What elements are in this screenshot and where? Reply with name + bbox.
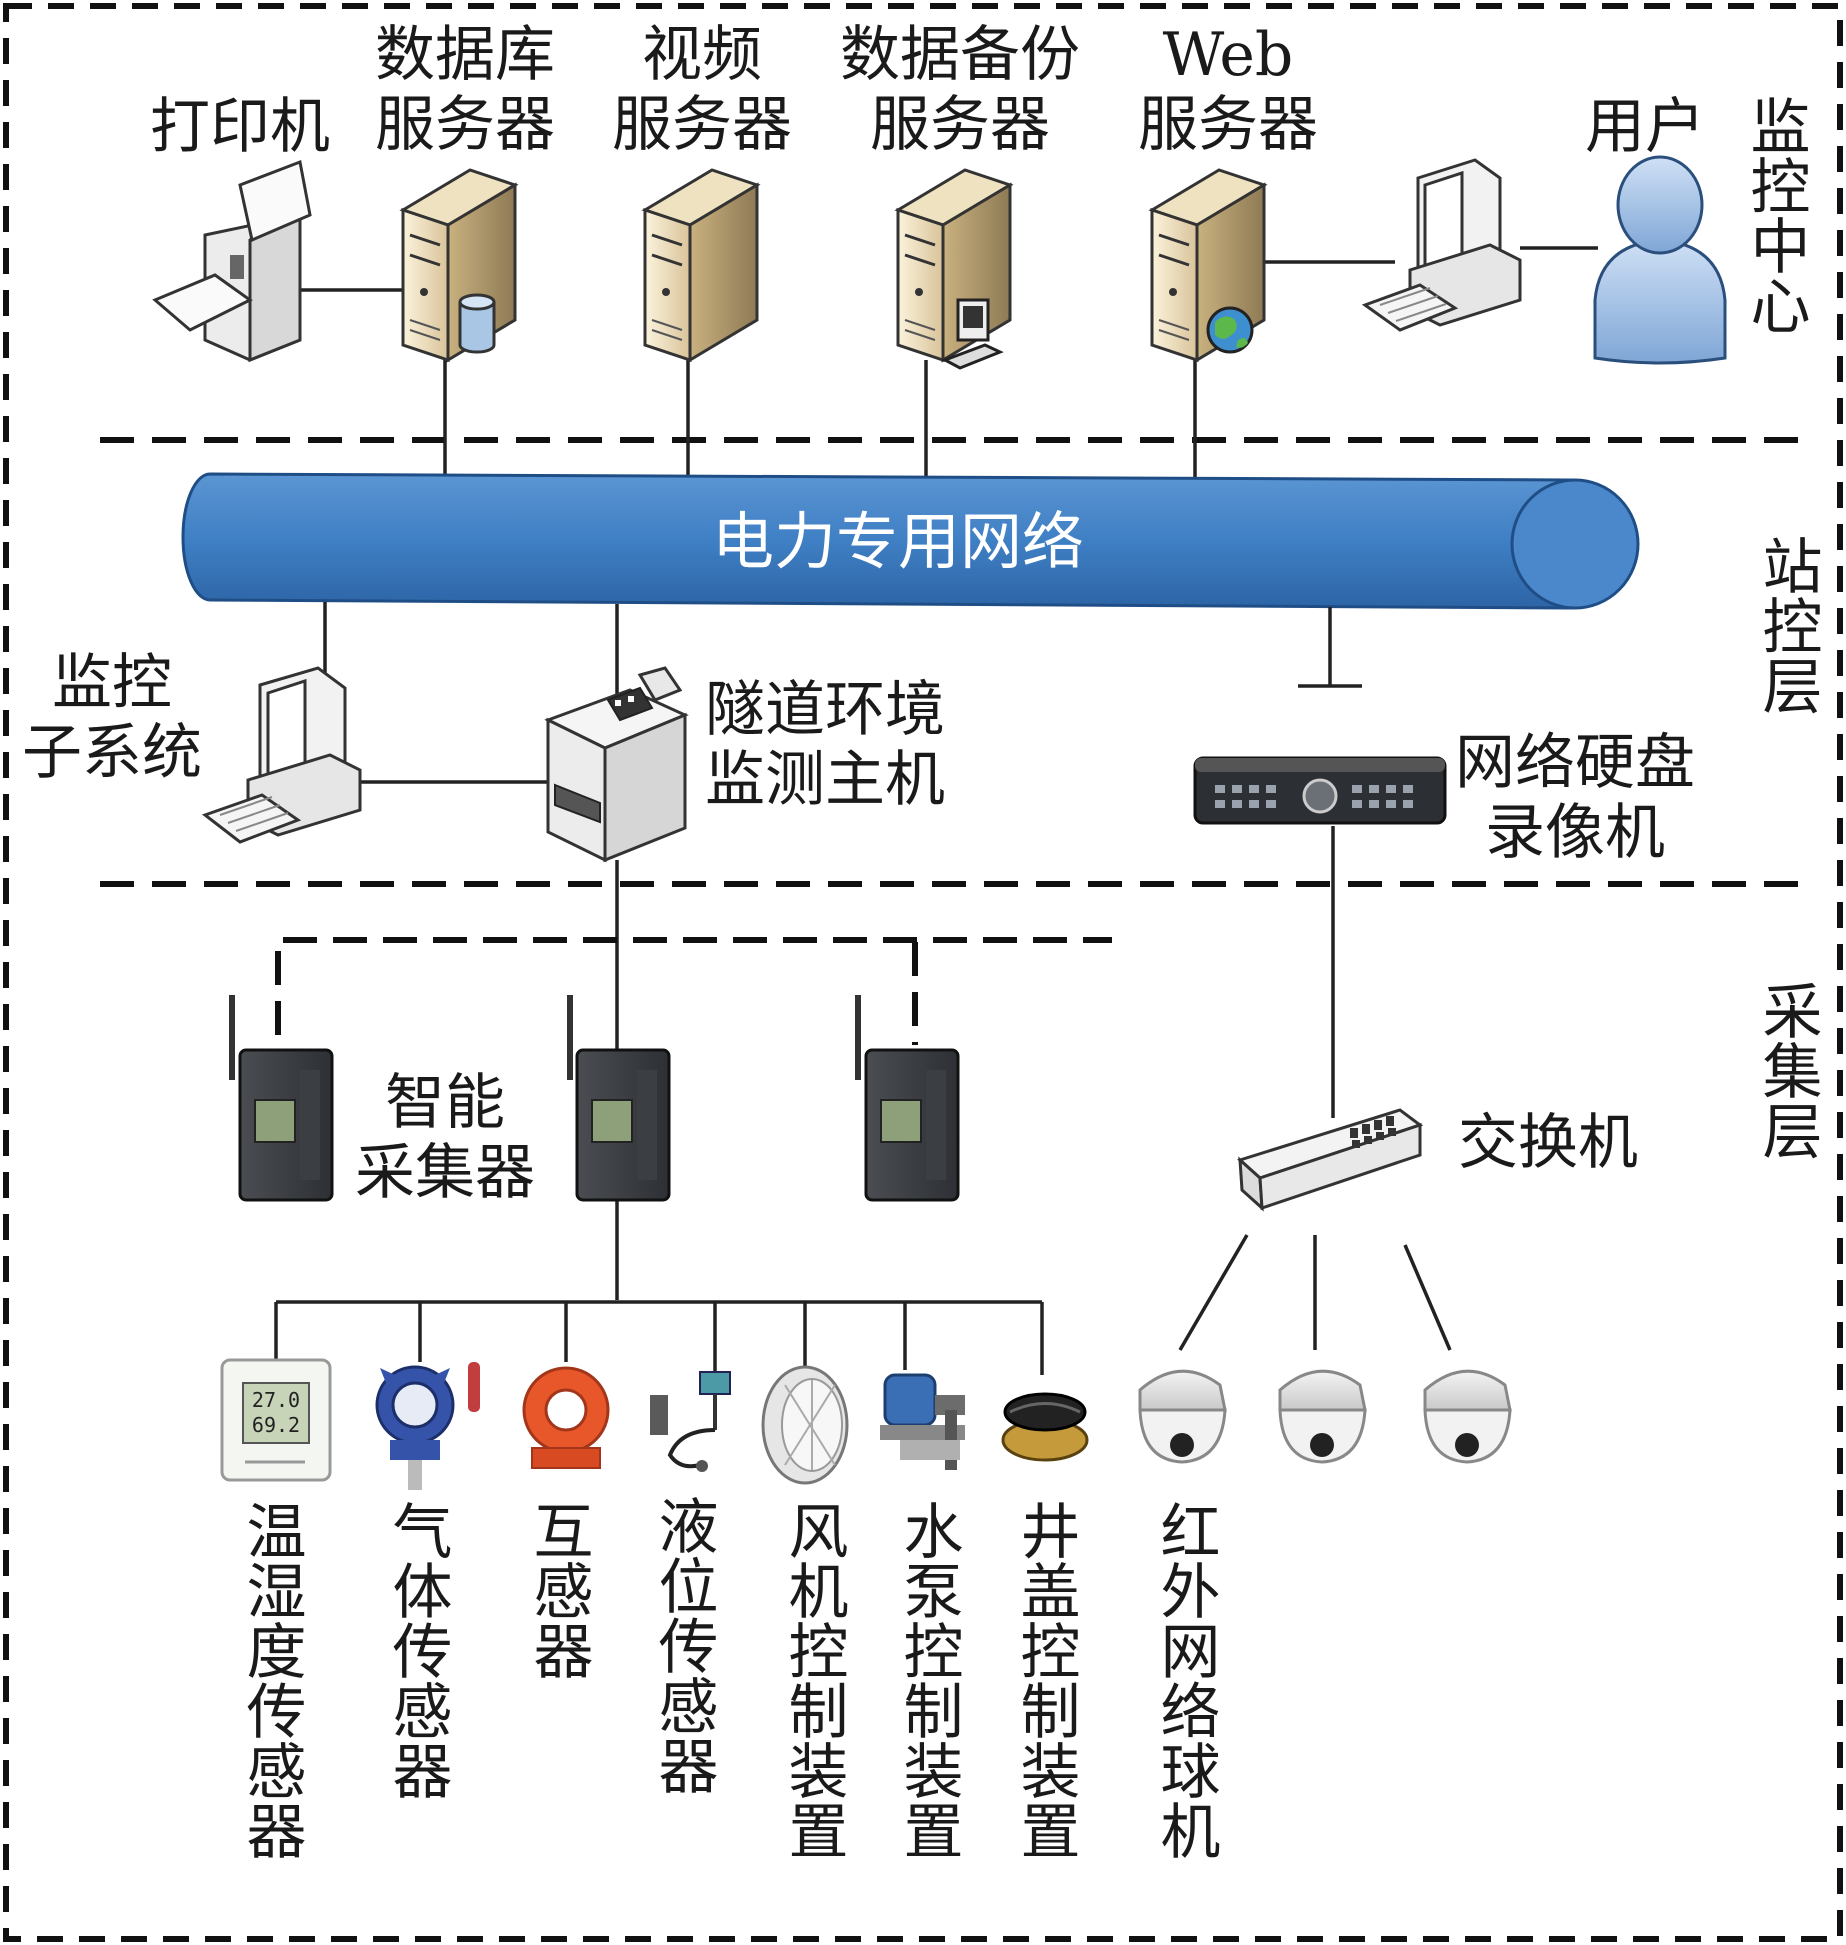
host-label: 隧道环境监测主机 xyxy=(705,675,945,815)
layer-label-monitor-center: 监控中心 xyxy=(1740,95,1810,335)
layer-label-collection: 采集层 xyxy=(1752,980,1822,1160)
temperature-humidity-sensor-icon: 27.0 69.2 xyxy=(220,1358,332,1482)
sensor-label: 风机控制装置 xyxy=(778,1500,848,1860)
sensor-label: 液位传感器 xyxy=(648,1495,718,1795)
monitor-subsystem-label: 监控子系统 xyxy=(22,648,202,788)
printer-label: 打印机 xyxy=(150,92,330,162)
dome-camera-icon xyxy=(1423,1369,1512,1464)
video-server-label: 视频服务器 xyxy=(612,20,792,160)
user-label: 用户 xyxy=(1585,92,1705,162)
layer-label-station-control: 站控层 xyxy=(1752,535,1822,715)
sensor-bus xyxy=(274,1234,1452,1380)
database-server-icon xyxy=(399,168,519,363)
nvr-icon xyxy=(1193,756,1447,825)
collector-label: 智能采集器 xyxy=(355,1068,535,1208)
svg-text:27.0: 27.0 xyxy=(252,1388,300,1412)
transformer-sensor-icon xyxy=(522,1366,610,1469)
connections-top xyxy=(300,246,1598,478)
globe-icon xyxy=(1206,306,1254,354)
database-icon xyxy=(458,293,496,354)
dome-camera-icon xyxy=(1138,1369,1227,1464)
network-label: 电力专用网络 xyxy=(712,505,1085,578)
outer-frame xyxy=(3,3,1843,1942)
nvr-label: 网络硬盘录像机 xyxy=(1455,728,1695,868)
user-computer-icon xyxy=(1361,158,1522,332)
level-sensor-icon xyxy=(650,1371,731,1472)
printer-icon xyxy=(152,159,312,363)
wireless-collector-icon xyxy=(855,995,960,1202)
monitor-subsystem-computer-icon xyxy=(201,666,362,844)
sensor-label: 互感器 xyxy=(523,1500,593,1680)
sensor-label: 气体传感器 xyxy=(382,1500,452,1800)
manhole-control-icon xyxy=(1001,1392,1089,1462)
video-server-icon xyxy=(641,168,761,363)
wireless-link xyxy=(275,937,1112,1045)
sensor-label: 水泵控制装置 xyxy=(893,1500,963,1860)
user-icon xyxy=(1593,155,1727,365)
backup-server-label: 数据备份服务器 xyxy=(840,20,1080,160)
monitor-host-icon xyxy=(544,666,689,863)
svg-text:69.2: 69.2 xyxy=(252,1413,300,1437)
switch-label: 交换机 xyxy=(1458,1108,1638,1178)
gas-sensor-icon xyxy=(375,1362,480,1490)
wireless-collector-icon xyxy=(567,995,671,1202)
backup-server-icon xyxy=(894,168,1014,370)
switch-icon xyxy=(1237,1108,1424,1212)
sensor-label: 红外网络球机 xyxy=(1150,1500,1220,1860)
dome-camera-icon xyxy=(1278,1369,1367,1464)
web-server-icon xyxy=(1148,168,1268,363)
sensor-label: 井盖控制装置 xyxy=(1010,1500,1080,1860)
db-server-label: 数据库服务器 xyxy=(375,20,555,160)
small-computer-icon xyxy=(941,298,1004,370)
pump-control-icon xyxy=(880,1373,965,1470)
fan-control-icon xyxy=(761,1365,849,1485)
power-network-pipe xyxy=(181,472,1640,610)
wireless-collector-icon xyxy=(229,995,334,1202)
sensor-label: 温湿度传感器 xyxy=(236,1500,306,1860)
